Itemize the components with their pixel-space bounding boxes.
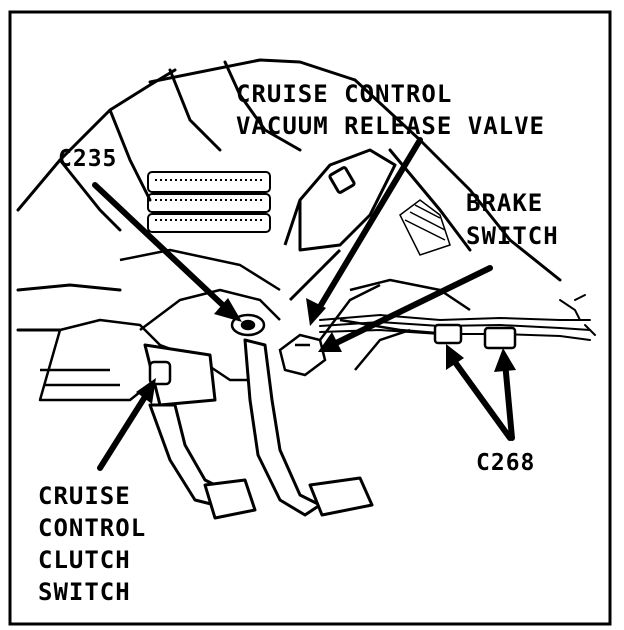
brake-switch-module <box>278 333 327 377</box>
clutch-pedal <box>143 343 257 520</box>
arrow-c235 <box>92 182 231 313</box>
wiring-harness <box>319 294 596 341</box>
clutch-switch <box>148 360 172 386</box>
label-vacuum-valve-line1: CRUISE CONTROL <box>236 80 453 108</box>
label-clutch-switch-line1: CRUISE <box>38 482 131 510</box>
label-c235: C235 <box>58 146 118 172</box>
steering-column <box>283 148 397 302</box>
label-brake-switch-line2: SWITCH <box>466 222 559 250</box>
dash-vents <box>147 171 271 233</box>
label-clutch-switch-line2: CONTROL <box>38 514 147 542</box>
label-vacuum-valve-line2: VACUUM RELEASE VALVE <box>236 112 545 140</box>
label-clutch-switch-line4: SWITCH <box>38 578 131 606</box>
pointer-arrows <box>92 137 516 471</box>
label-clutch-switch-line3: CLUTCH <box>38 546 131 574</box>
arrow-c268-left <box>449 355 513 441</box>
brake-pedal <box>243 338 374 517</box>
right-vent-grill <box>399 199 451 256</box>
diagram-frame <box>8 10 612 626</box>
arrow-vacuum-valve <box>315 137 423 313</box>
arrow-clutch-switch <box>97 389 151 471</box>
c268-connectors <box>433 323 517 350</box>
arrow-brake-switch <box>329 265 493 348</box>
label-c268: C268 <box>476 450 536 476</box>
dashboard-outline <box>16 58 562 332</box>
label-brake-switch-line1: BRAKE <box>466 189 544 217</box>
arrow-c268-right <box>502 359 515 441</box>
